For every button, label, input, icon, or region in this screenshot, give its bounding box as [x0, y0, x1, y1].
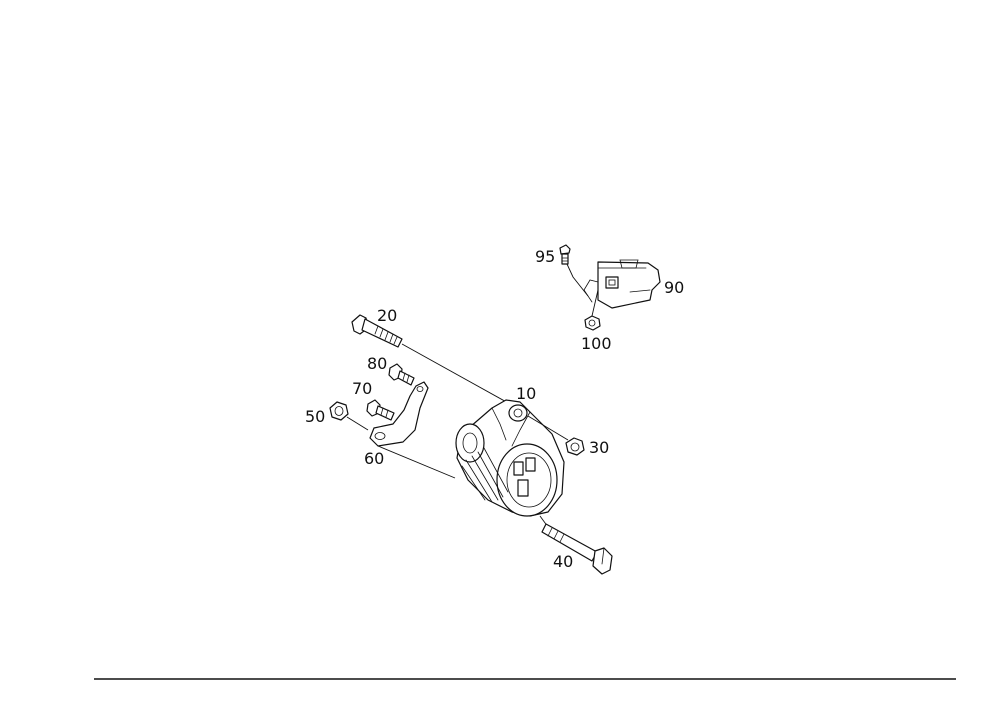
part-70-stud[interactable]: [366, 399, 395, 421]
leader-60: [377, 445, 456, 479]
part-95-screw[interactable]: [559, 244, 571, 265]
callout-100: 100: [581, 334, 612, 353]
callout-30: 30: [589, 438, 609, 457]
callout-90: 90: [664, 278, 684, 297]
callout-20: 20: [377, 306, 397, 325]
callout-60: 60: [364, 449, 384, 468]
leader-100: [591, 289, 599, 317]
callout-50: 50: [305, 407, 325, 426]
callout-40: 40: [553, 552, 573, 571]
callout-80: 80: [367, 354, 387, 373]
part-80-stud[interactable]: [388, 363, 415, 386]
leader-50: [346, 416, 369, 431]
callout-95: 95: [535, 247, 555, 266]
callout-10: 10: [516, 384, 536, 403]
leader-20: [401, 343, 511, 405]
part-100-nut[interactable]: [584, 315, 601, 331]
callout-70: 70: [352, 379, 372, 398]
leader-95: [566, 263, 589, 297]
part-50-nut[interactable]: [329, 401, 349, 421]
leader-30: [527, 415, 569, 441]
part-20-bolt[interactable]: [351, 314, 403, 348]
part-40-bolt[interactable]: [541, 523, 613, 575]
part-30-nut[interactable]: [565, 437, 585, 456]
part-90-cover[interactable]: [583, 259, 661, 309]
part-10-alternator[interactable]: [455, 399, 565, 517]
